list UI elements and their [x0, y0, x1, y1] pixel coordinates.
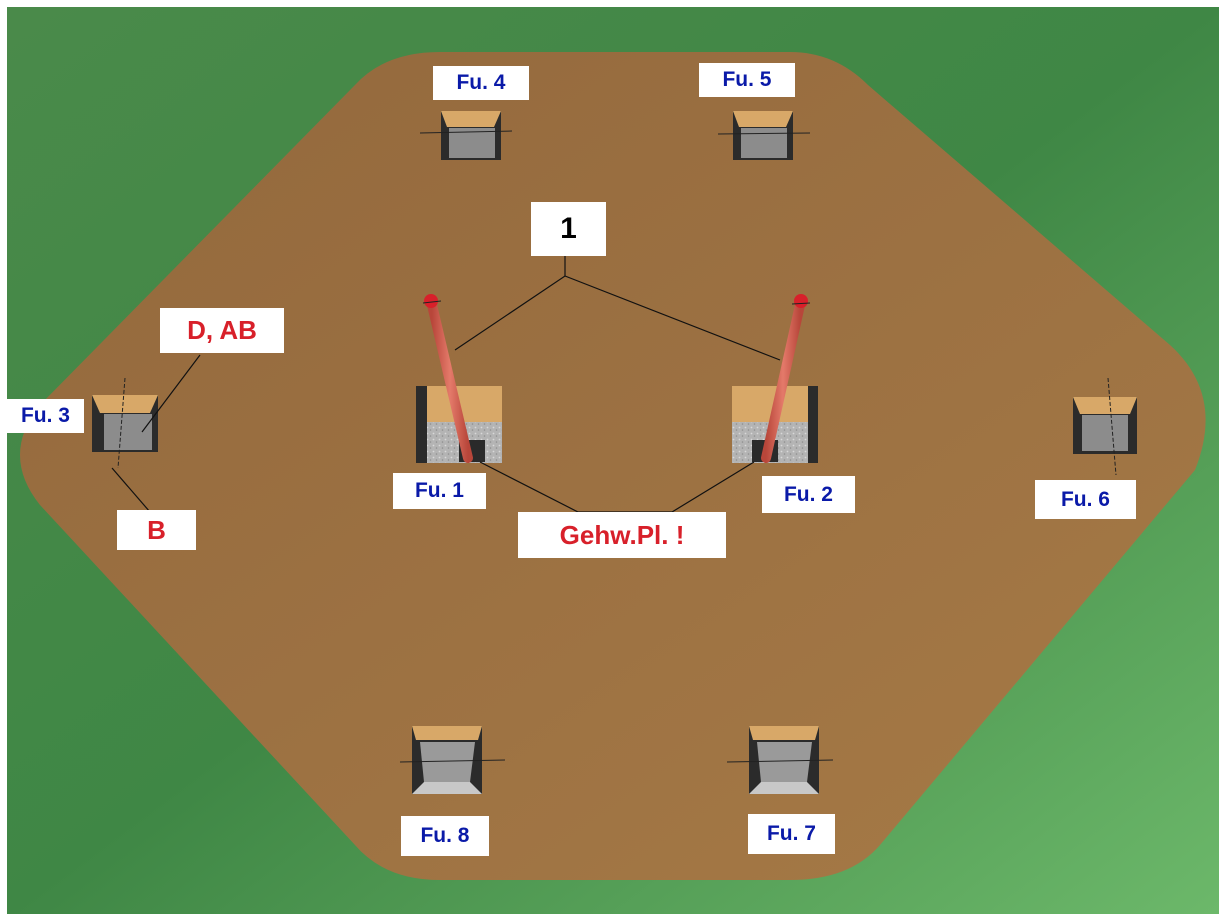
label-gehw-pl: Gehw.Pl. ! — [518, 512, 726, 558]
label-fu5: Fu. 5 — [699, 63, 795, 97]
label-fu3: Fu. 3 — [7, 399, 84, 433]
label-b: B — [117, 510, 196, 550]
foundation-pit-7 — [726, 726, 834, 794]
foundation-pit-8 — [399, 726, 506, 794]
label-d-ab: D, AB — [160, 308, 284, 353]
label-fu6: Fu. 6 — [1035, 480, 1136, 519]
post-2 — [761, 294, 811, 463]
label-fu1: Fu. 1 — [393, 473, 486, 509]
label-1: 1 — [531, 202, 606, 256]
label-fu8: Fu. 8 — [401, 816, 489, 856]
post-1 — [422, 294, 473, 463]
label-fu4: Fu. 4 — [433, 66, 529, 100]
soil-area — [20, 52, 1206, 880]
foundation-pit-6 — [1073, 377, 1137, 476]
label-fu7: Fu. 7 — [748, 814, 835, 854]
foundation-pit-5 — [717, 111, 811, 160]
label-fu2: Fu. 2 — [762, 476, 855, 513]
foundation-pit-3 — [92, 377, 158, 469]
foundation-pit-4 — [419, 111, 513, 160]
